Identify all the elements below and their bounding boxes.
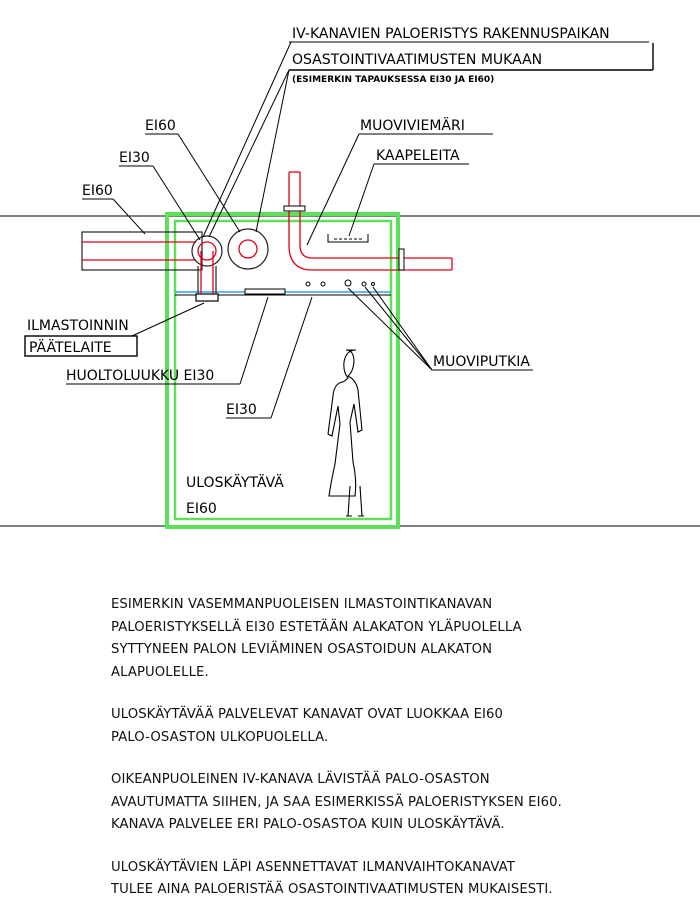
label-ei30-lower: EI30 (226, 402, 257, 418)
person-figure (327, 349, 364, 517)
maintenance-hatch (244, 288, 286, 295)
header-line1: IV-KANAVIEN PALOERISTYS RAKENNUSPAIKAN (292, 26, 610, 42)
left-duct-ei60 (81, 231, 203, 271)
label-ei60-upper: EI60 (145, 118, 176, 134)
note-paragraph: OIKEANPUOLEINEN IV-KANAVA LÄVISTÄÄ PALO-… (111, 772, 562, 832)
note-paragraph: ESIMERKIN VASEMMANPUOLEISEN ILMASTOINTIK… (111, 597, 522, 680)
air-terminal-device (195, 293, 219, 302)
header-note: (ESIMERKIN TAPAUKSESSA EI30 JA EI60) (292, 75, 494, 85)
label-ei60-left: EI60 (82, 183, 113, 199)
header-line2: OSASTOINTIVAATIMUSTEN MUKAAN (292, 52, 542, 68)
label-uloskaytava-class: EI60 (186, 501, 217, 517)
plastic-drain-pipe (283, 171, 453, 271)
plastic-pipes (305, 279, 375, 287)
terminal-label-box (24, 335, 138, 357)
leader-lines (25, 41, 653, 419)
right-round-duct-ei60 (227, 228, 269, 270)
note-paragraph: ULOSKÄYTÄVÄÄ PALVELEVAT KANAVAT OVAT LUO… (111, 707, 503, 745)
label-uloskaytava: ULOSKÄYTÄVÄ (186, 473, 284, 491)
label-kaapeleita: KAAPELEITA (376, 148, 460, 164)
label-muoviviemari: MUOVIVIEMÄRI (360, 116, 465, 134)
label-paatelaite: PÄÄTELAITE (29, 338, 112, 356)
cable-tray (327, 234, 369, 243)
fire-compartment-outline (165, 212, 400, 529)
note-paragraph: ULOSKÄYTÄVIEN LÄPI ASENNETTAVAT ILMANVAI… (111, 859, 553, 898)
label-ilmastoinnin: ILMASTOINNIN (27, 318, 129, 334)
label-huoltoluukku: HUOLTOLUUKKU EI30 (66, 368, 214, 384)
label-muoviputkia: MUOVIPUTKIA (433, 354, 530, 370)
explanation-notes: ESIMERKIN VASEMMANPUOLEISEN ILMASTOINTIK… (111, 594, 691, 922)
left-round-duct-ei30 (191, 235, 223, 294)
label-ei30-upper: EI30 (119, 150, 150, 166)
